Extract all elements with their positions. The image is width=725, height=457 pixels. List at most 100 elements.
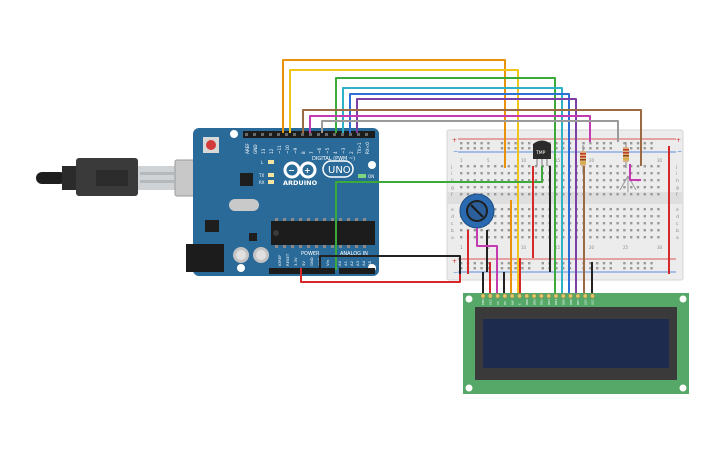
lcd-pin[interactable] [502, 293, 508, 299]
mounting-hole [465, 295, 473, 303]
wire-magenta[interactable] [309, 115, 591, 142]
led-l-label: L [261, 160, 264, 165]
wire-green[interactable] [335, 77, 556, 294]
row-letter: e [676, 208, 679, 213]
breadboard-hole [514, 229, 517, 232]
breadboard-hole [589, 208, 592, 211]
breadboard-hole [460, 179, 463, 182]
lcd-pin[interactable] [590, 293, 595, 299]
resistor[interactable] [623, 142, 629, 168]
on-label: ON [368, 174, 374, 179]
breadboard-hole [562, 147, 565, 150]
breadboard-hole [650, 267, 653, 270]
breadboard-hole [507, 193, 510, 196]
row-letter: i [676, 171, 677, 177]
column-number: 30 [657, 245, 663, 250]
breadboard-hole [623, 179, 626, 182]
breadboard-hole [555, 236, 558, 239]
column-number: 10 [521, 158, 527, 163]
breadboard-hole [596, 222, 599, 225]
breadboard-hole [555, 172, 558, 175]
breadboard-hole [643, 236, 646, 239]
breadboard-hole [541, 229, 544, 232]
potentiometer[interactable] [459, 193, 495, 229]
pin-label: ~5 [325, 147, 330, 154]
breadboard-hole [494, 222, 497, 225]
wire-brown[interactable] [302, 109, 642, 166]
pin-label: A1 [343, 260, 348, 266]
breadboard-hole [528, 179, 531, 182]
breadboard-hole [528, 236, 531, 239]
breadboard-hole [555, 142, 558, 145]
breadboard-hole [528, 262, 531, 265]
rail-plus: + [452, 258, 457, 265]
lcd-pin[interactable] [487, 293, 493, 299]
lcd-pin[interactable] [509, 293, 515, 299]
lcd-pin[interactable] [538, 293, 544, 299]
lcd-pin[interactable] [575, 293, 581, 299]
arduino-uno-board[interactable]: AREF GND 13 12 ~11 ~10 ~9 8 7 ~6 ~5 4 ~3… [186, 128, 379, 276]
breadboard-hole [480, 236, 483, 239]
wire-black-gnd[interactable] [319, 255, 461, 274]
breadboard-hole [562, 193, 565, 196]
digital-header-label: DIGITAL (PWM ~) [312, 156, 355, 162]
breadboard-hole [460, 172, 463, 175]
breadboard-hole [534, 215, 538, 218]
breadboard-hole [657, 215, 660, 218]
breadboard-hole [494, 186, 497, 189]
breadboard-hole [473, 236, 476, 239]
lcd-pin[interactable] [495, 293, 501, 299]
breadboard-hole [643, 267, 646, 270]
breadboard-hole [643, 193, 646, 196]
wire-green-analog[interactable] [335, 166, 543, 270]
reset-button-cap[interactable] [206, 140, 216, 150]
lcd-pin[interactable] [517, 293, 522, 299]
temperature-sensor[interactable]: TMP [533, 140, 551, 167]
lcd-pin[interactable] [560, 293, 566, 299]
breadboard-hole [487, 142, 490, 145]
breadboard-hole [609, 193, 612, 196]
breadboard-hole [609, 208, 612, 211]
lcd-pin[interactable] [524, 293, 530, 299]
lcd-pin[interactable] [546, 293, 552, 299]
wire-magenta-pot[interactable] [476, 228, 498, 294]
wire-blue[interactable] [349, 93, 570, 294]
pin-label: GND [309, 257, 314, 266]
wire-gray[interactable] [321, 120, 619, 142]
lcd-pin-label: DB2 [540, 299, 544, 305]
row-letter: a [451, 236, 454, 241]
breadboard-hole [650, 172, 653, 175]
row-letter: f [451, 192, 453, 198]
power-led [358, 174, 366, 178]
lcd-pin-label: V0 [496, 301, 500, 305]
breadboard-hole [562, 179, 565, 182]
lcd-pin[interactable] [480, 293, 486, 299]
breadboard-hole [650, 186, 653, 189]
lcd-pin[interactable] [582, 293, 588, 299]
breadboard-hole [630, 236, 633, 239]
wire-magenta-led[interactable] [629, 164, 641, 181]
breadboard-hole [534, 165, 538, 168]
breadboard-hole [596, 172, 599, 175]
wire-orange[interactable] [282, 59, 506, 168]
lcd-pin-label: DB0 [525, 299, 529, 305]
pin-label: 13 [261, 148, 266, 154]
row-letter: b [676, 228, 679, 234]
breadboard-hole [534, 229, 538, 232]
lcd-screen [483, 319, 669, 368]
breadboard-hole [636, 142, 640, 145]
breadboard-hole [643, 262, 646, 265]
analog-header-label: ANALOG IN [340, 251, 368, 257]
breadboard-hole [596, 186, 599, 189]
led-tx [268, 173, 274, 177]
power-jack[interactable] [186, 244, 224, 272]
lcd-pin[interactable] [553, 293, 559, 299]
breadboard-hole [460, 147, 463, 150]
pin-label: A0 [337, 260, 342, 266]
breadboard-hole [657, 236, 660, 239]
digital-header-pins [245, 133, 368, 136]
breadboard-hole [562, 208, 565, 211]
lcd-pin[interactable] [568, 293, 574, 299]
lcd-pin[interactable] [531, 293, 537, 299]
